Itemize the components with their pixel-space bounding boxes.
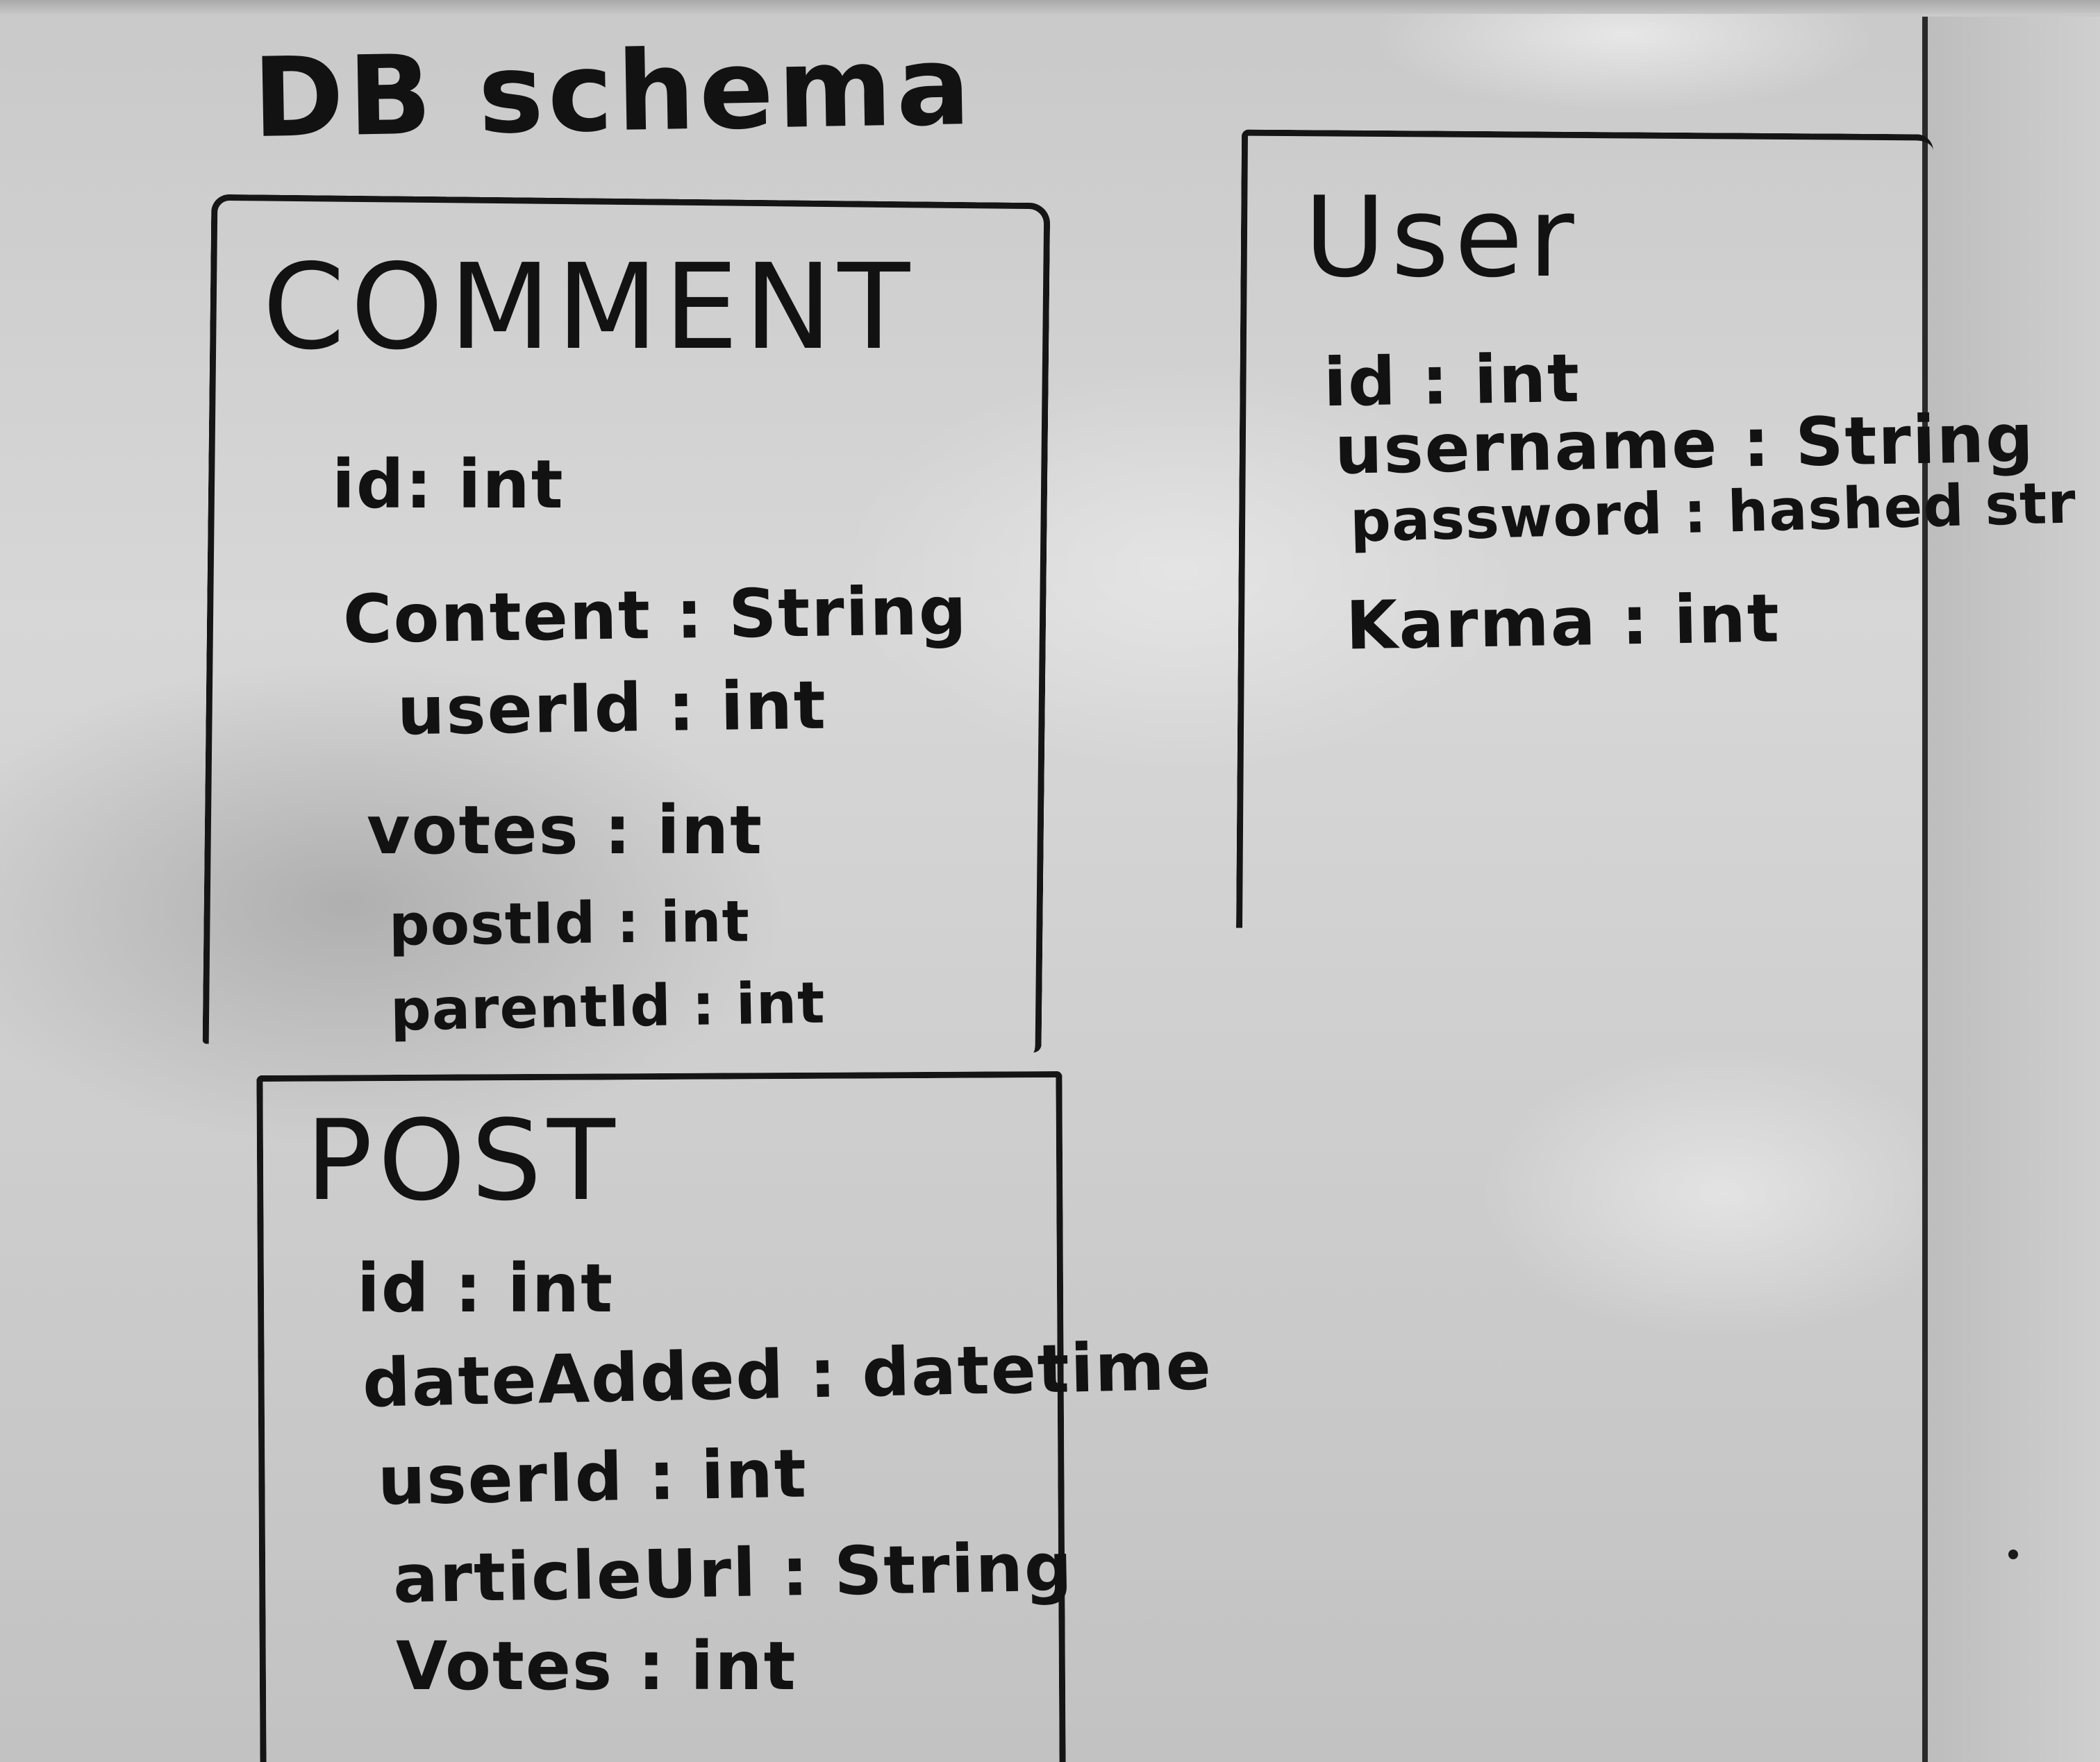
- user-field: id : int: [1323, 339, 1581, 422]
- post-field: userId : int: [377, 1434, 808, 1520]
- comment-field: Content : String: [342, 571, 969, 659]
- diagram-title: DB schema: [251, 22, 976, 163]
- comment-field: postId : int: [388, 889, 751, 959]
- user-field: Karma : int: [1345, 579, 1781, 665]
- board-seam: [1922, 17, 1928, 1762]
- user-entity-name: User: [1304, 172, 1580, 302]
- post-field: dateAdded : datetime: [361, 1327, 1213, 1423]
- user-field: username : String: [1334, 399, 2035, 489]
- comment-field: parentId : int: [390, 970, 826, 1044]
- board-frame-top: [0, 0, 2100, 14]
- post-field: Votes : int: [396, 1627, 797, 1705]
- comment-field: userId : int: [397, 666, 828, 750]
- marker-dot: [2008, 1550, 2018, 1559]
- adjacent-board-panel: [1928, 17, 2100, 1762]
- comment-field: votes : int: [367, 791, 764, 869]
- comment-entity-name: COMMENT: [262, 239, 916, 376]
- post-entity-name: POST: [306, 1096, 621, 1225]
- post-field: id : int: [357, 1250, 614, 1327]
- post-field: articleUrl : String: [392, 1528, 1074, 1618]
- comment-field: id: int: [332, 446, 565, 523]
